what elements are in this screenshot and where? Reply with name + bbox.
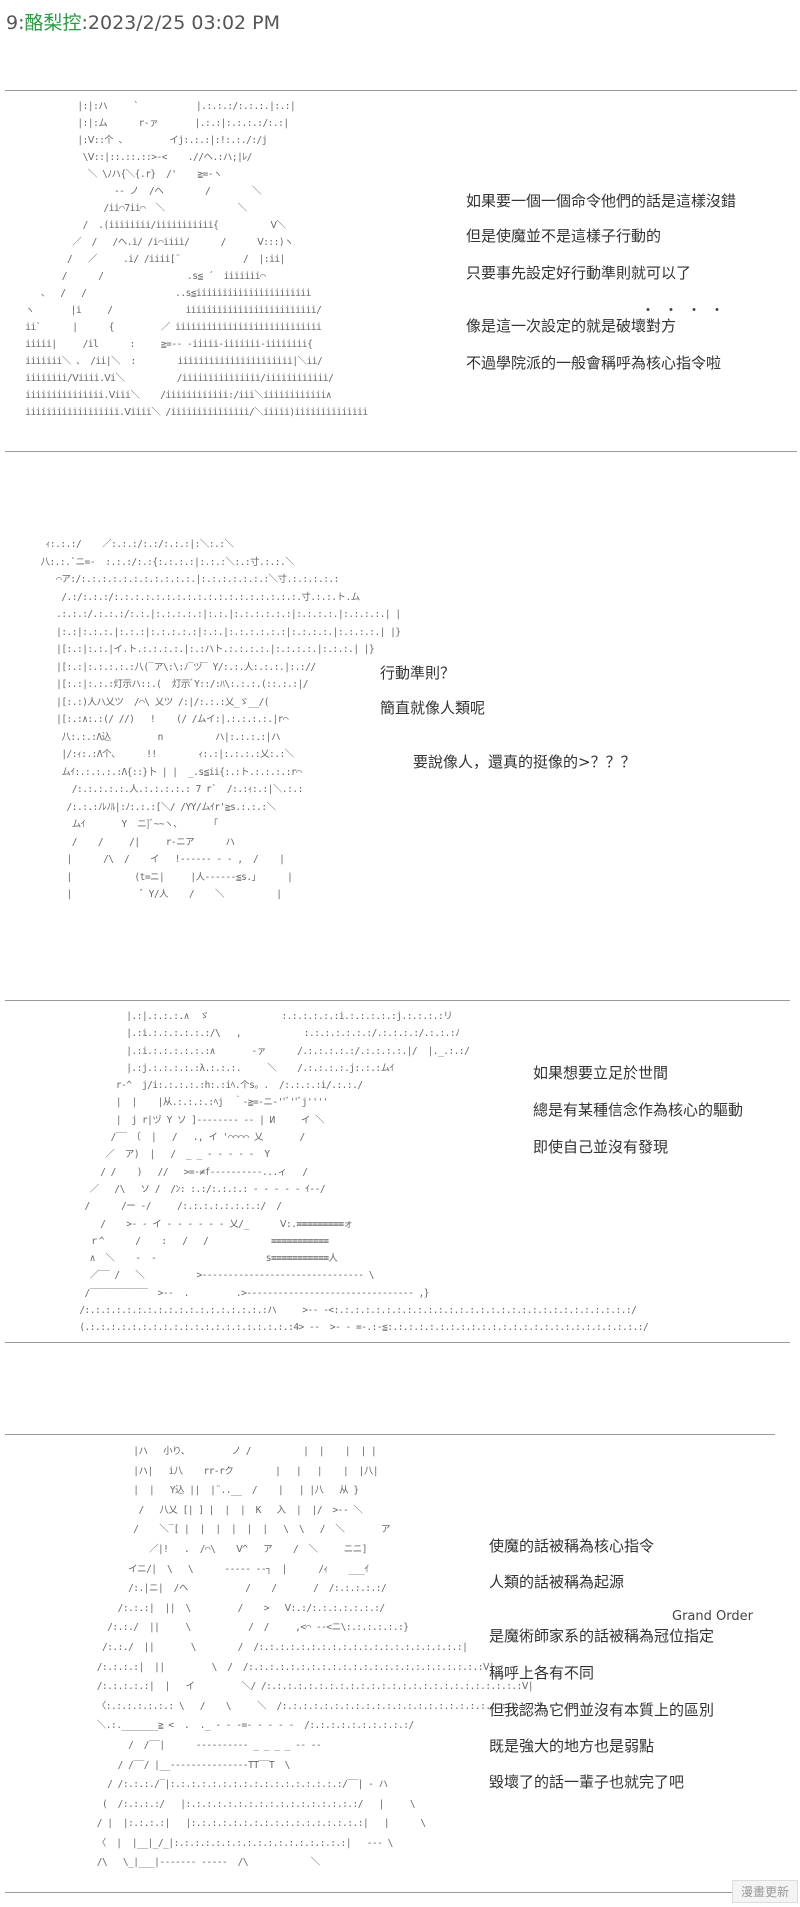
corner-watermark: 漫畫更新 — [731, 1880, 798, 1903]
panel2-line-1: 行動準則？ — [380, 664, 456, 682]
divider-bottom — [5, 1892, 790, 1893]
panel1-line-5: 不過學院派的一般會稱呼為核心指令啦 — [466, 354, 722, 372]
divider-4 — [5, 1434, 775, 1435]
divider-2 — [5, 1000, 790, 1001]
ascii-art-panel-3: |.:|.:.:.:.∧ ゞ :.:.:.:.:.:i.:.:.:.:.:j.:… — [79, 1011, 649, 1334]
panel4-line-4: 稱呼上各有不同 — [489, 1664, 595, 1682]
panel1-line-2: 但是使魔並不是這樣子行動的 — [466, 227, 662, 245]
post-header: 9:酪梨控:2023/2/25 03:02 PM — [6, 8, 280, 35]
panel3-line-3: 即使自己並沒有發現 — [533, 1138, 669, 1156]
ascii-art-panel-1: |:|:ハ ` |.:.:.:/:.:.:.|:.:| |:|:ム r‐ァ |.… — [25, 101, 368, 418]
panel4-line-6: 既是強大的地方也是弱點 — [489, 1737, 655, 1755]
panel2-line-3: 要說像人，還真的挺像的>？？？ — [413, 753, 636, 771]
poster-name[interactable]: 酪梨控 — [24, 12, 82, 34]
panel4-line-1: 使魔的話被稱為核心指令 — [489, 1537, 655, 1555]
panel4-line-7: 毀壞了的話一輩子也就完了吧 — [489, 1773, 685, 1791]
panel4-line-3: 是魔術師家系的話被稱為冠位指定 — [489, 1627, 715, 1645]
post-datetime: :2023/2/25 03:02 PM — [81, 12, 281, 34]
panel1-line-3: 只要事先設定好行動準則就可以了 — [466, 264, 692, 282]
post-index: 9: — [6, 12, 25, 34]
ascii-art-panel-2: ｨ:.:.:/ ／:.:.:/:.:/:.:.:|:＼:.:＼ 八:.:.`ニ=… — [40, 539, 401, 900]
divider-1 — [5, 451, 797, 452]
emphasis-dots: ・・・・ — [641, 303, 733, 319]
grand-order-label: Grand Order — [672, 1609, 753, 1624]
panel4-line-2: 人類的話被稱為起源 — [489, 1573, 625, 1591]
panel3-line-2: 總是有某種信念作為核心的驅動 — [533, 1101, 744, 1119]
panel1-line-1: 如果要一個一個命令他們的話是這樣沒錯 — [466, 192, 737, 210]
divider-top — [5, 90, 797, 91]
panel1-line-4: 像是這一次設定的就是破壞對方 — [466, 317, 677, 335]
panel3-line-1: 如果想要立足於世間 — [533, 1064, 669, 1082]
ascii-art-panel-4: |ハ 小り、 ノ / | | | | | |ハ| i八 rr‐rク | | | … — [96, 1446, 544, 1869]
panel2-line-2: 簡直就像人類呢 — [380, 699, 486, 717]
panel4-line-5: 但我認為它們並沒有本質上的區別 — [489, 1701, 715, 1719]
divider-3 — [5, 1342, 790, 1343]
